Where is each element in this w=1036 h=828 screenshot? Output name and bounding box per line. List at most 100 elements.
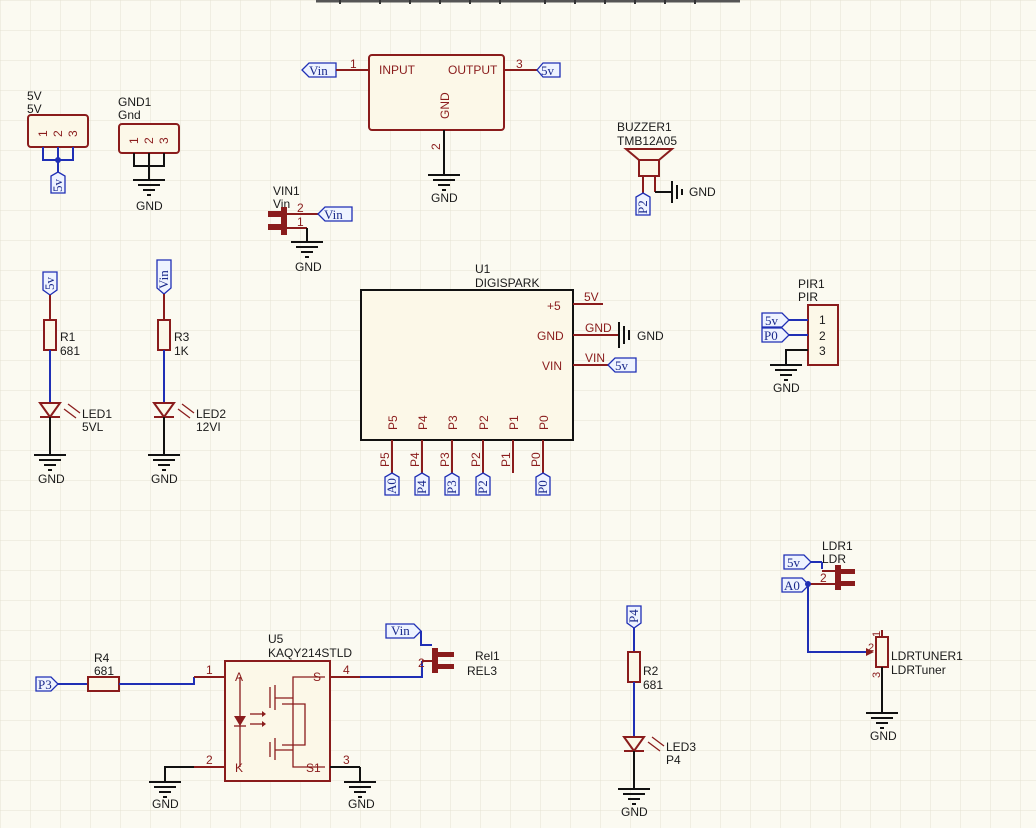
p0-net-flag[interactable]: P0 — [535, 472, 551, 496]
svg-text:P4: P4 — [414, 480, 429, 494]
svg-text:LDRTuner: LDRTuner — [891, 663, 946, 677]
svg-text:U1: U1 — [475, 262, 491, 276]
svg-text:4: 4 — [343, 663, 350, 677]
svg-text:3: 3 — [66, 130, 80, 137]
svg-text:P0: P0 — [764, 328, 778, 343]
p3-net-flag[interactable]: P3 — [444, 472, 460, 496]
svg-text:P0: P0 — [537, 415, 551, 430]
svg-text:P5: P5 — [386, 415, 400, 430]
svg-text:+5: +5 — [547, 299, 561, 313]
svg-text:GND: GND — [152, 797, 179, 811]
svg-text:GND: GND — [621, 805, 648, 819]
u1-pin-p2[interactable]: P2 P2 P2 — [469, 415, 491, 496]
vin-net-flag[interactable]: Vin — [301, 62, 337, 78]
p0-net-flag[interactable]: P0 — [761, 327, 790, 343]
svg-text:LED2: LED2 — [196, 407, 226, 421]
ldr-circuit[interactable]: LDR1 LDR 5v 2 A0 1 2 3 LDRTUNER1 LDRTune… — [781, 539, 963, 743]
svg-text:1: 1 — [819, 313, 826, 327]
svg-text:KAQY214STLD: KAQY214STLD — [268, 646, 352, 660]
svg-text:GND: GND — [348, 797, 375, 811]
digispark-u1[interactable]: U1 DIGISPARK +5 GND VIN 5V GND GND VIN 5… — [360, 262, 664, 496]
svg-text:5v: 5v — [787, 555, 801, 570]
top-ruler[interactable] — [316, 0, 740, 4]
vin-net-flag[interactable]: Vin — [156, 259, 172, 295]
svg-text:2: 2 — [418, 656, 425, 670]
vin-net-flag[interactable]: Vin — [385, 623, 422, 639]
svg-text:VIN1: VIN1 — [273, 184, 300, 198]
p2-net-flag[interactable]: P2 — [635, 192, 651, 216]
svg-text:Vin: Vin — [391, 623, 410, 638]
voltage-regulator[interactable]: Vin 1 INPUT OUTPUT GND 3 5v 2 GND — [301, 54, 561, 205]
5v-net-flag[interactable]: 5v — [536, 62, 561, 78]
svg-text:5v: 5v — [541, 63, 555, 78]
svg-text:R4: R4 — [94, 651, 110, 665]
svg-text:1: 1 — [206, 663, 213, 677]
5v-net-flag[interactable]: 5v — [607, 357, 637, 373]
u1-pin-p3[interactable]: P3 P3 P3 — [438, 415, 460, 496]
r2-led3-branch[interactable]: P4 R2 681 LED3 P4 GND — [617, 605, 696, 819]
svg-text:5v: 5v — [765, 313, 779, 328]
svg-text:3: 3 — [516, 57, 523, 71]
svg-text:P2: P2 — [477, 415, 491, 430]
svg-text:Rel1: Rel1 — [475, 649, 500, 663]
svg-text:VIN: VIN — [585, 351, 605, 365]
svg-text:Vin: Vin — [156, 270, 171, 289]
svg-text:GND1: GND1 — [118, 95, 152, 109]
svg-text:GND: GND — [537, 329, 564, 343]
u1-pin-p5[interactable]: P5 P5 A0 — [378, 415, 400, 496]
svg-text:3: 3 — [343, 753, 350, 767]
svg-text:P0: P0 — [535, 480, 550, 494]
svg-text:1: 1 — [127, 137, 141, 144]
svg-text:A0: A0 — [784, 578, 800, 593]
svg-text:P3: P3 — [438, 452, 452, 467]
svg-text:LDR: LDR — [822, 552, 846, 566]
svg-text:5v: 5v — [50, 179, 65, 193]
5v-net-flag[interactable]: 5v — [42, 271, 58, 296]
svg-text:INPUT: INPUT — [379, 63, 416, 77]
header-5v[interactable]: 5V 5V 1 2 3 5v — [27, 89, 89, 194]
5v-net-flag[interactable]: 5v — [761, 312, 790, 328]
a0-net-flag[interactable]: A0 — [384, 472, 400, 496]
r1-led1-branch[interactable]: 5v R1 681 LED1 5VL GND — [33, 271, 112, 486]
svg-text:681: 681 — [60, 344, 80, 358]
u5-relay-driver[interactable]: P3 R4 681 1 U5 KAQY214STLD A K S S1 4 3 … — [35, 623, 500, 811]
svg-text:681: 681 — [643, 678, 663, 692]
svg-text:GND: GND — [773, 381, 800, 395]
r3-led2-branch[interactable]: Vin R3 1K LED2 12VI GND — [147, 259, 226, 486]
svg-text:P2: P2 — [469, 452, 483, 467]
svg-text:GND: GND — [585, 321, 612, 335]
svg-text:12VI: 12VI — [196, 420, 221, 434]
svg-text:P4: P4 — [408, 452, 422, 467]
svg-text:LDRTUNER1: LDRTUNER1 — [891, 649, 963, 663]
svg-text:1: 1 — [36, 130, 50, 137]
u1-pin-p1[interactable]: P1 P1 — [499, 415, 521, 473]
svg-text:3: 3 — [871, 672, 883, 678]
p4-net-flag[interactable]: P4 — [626, 605, 642, 629]
u1-pin-p4[interactable]: P4 P4 P4 — [408, 415, 430, 496]
vin-net-flag[interactable]: Vin — [317, 206, 353, 222]
svg-text:2: 2 — [51, 130, 65, 137]
svg-text:P5: P5 — [378, 452, 392, 467]
svg-text:R1: R1 — [60, 330, 76, 344]
svg-text:2: 2 — [142, 137, 156, 144]
svg-text:DIGISPARK: DIGISPARK — [475, 276, 539, 290]
svg-text:5v: 5v — [615, 358, 629, 373]
svg-text:U5: U5 — [268, 632, 284, 646]
pir-sensor[interactable]: PIR1 PIR 1 2 3 5v P0 GND — [761, 277, 839, 395]
svg-text:P3: P3 — [38, 677, 52, 692]
p2-net-flag[interactable]: P2 — [475, 472, 491, 496]
a0-net-flag[interactable]: A0 — [781, 577, 810, 593]
svg-text:P1: P1 — [507, 415, 521, 430]
svg-text:TMB12A05: TMB12A05 — [617, 134, 677, 148]
svg-text:P2: P2 — [635, 200, 650, 214]
vin-connector[interactable]: VIN1 Vin 2 1 GND Vin — [268, 184, 353, 274]
5v-net-flag[interactable]: 5v — [50, 171, 66, 194]
u1-pin-p0[interactable]: P0 P0 P0 — [529, 415, 551, 496]
svg-text:P1: P1 — [499, 452, 513, 467]
buzzer[interactable]: BUZZER1 TMB12A05 GND P2 — [617, 120, 716, 216]
5v-net-flag[interactable]: 5v — [783, 554, 812, 570]
p4-net-flag[interactable]: P4 — [414, 472, 430, 496]
header-gnd[interactable]: GND1 Gnd 1 2 3 GND — [118, 95, 180, 213]
gnd-label: GND — [431, 191, 458, 205]
